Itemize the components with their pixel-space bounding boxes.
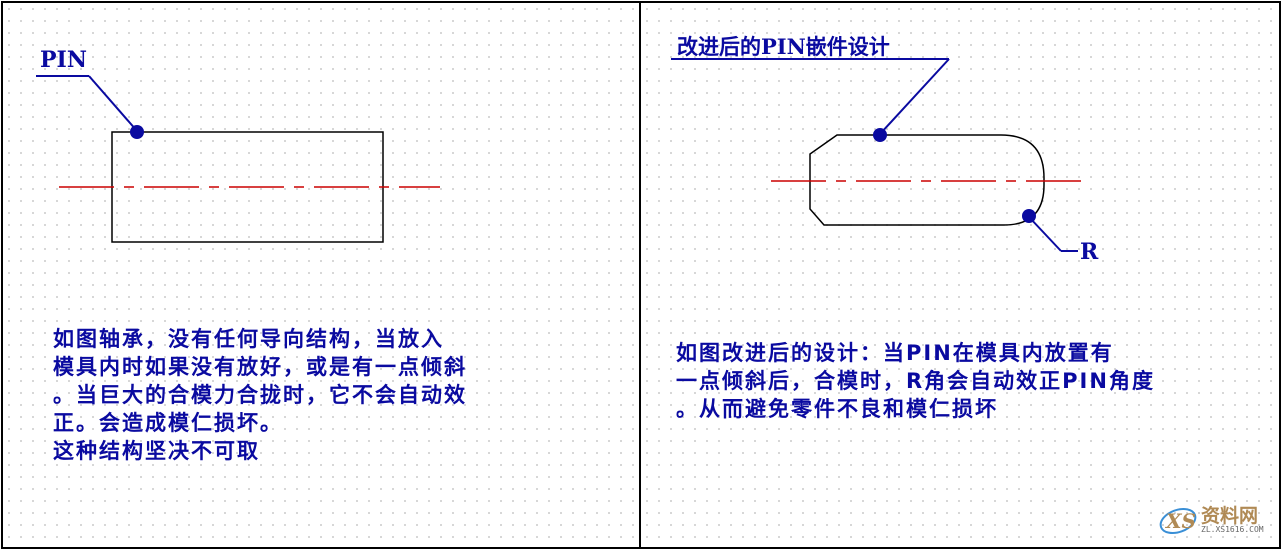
pin-leader-line [88,75,138,132]
right-description-line: 。从而避免零件不良和模仁损坏 [676,397,998,421]
insert-body-outline [809,134,1045,226]
pin-label: PIN [40,47,87,73]
watermark: XS 资料网 ZL.XS1616.COM [1157,501,1269,541]
right-description: 如图改进后的设计：当PIN在模具内放置有 一点倾斜后，合模时，R角会自动效正PI… [676,339,1155,423]
right-diagram [671,58,1087,252]
left-diagram [36,75,440,243]
left-description-line: 这种结构坚决不可取 [53,439,260,463]
left-description-line: 模具内时如果没有放好，或是有一点倾斜 [53,355,467,379]
left-description-line: 。当巨大的合模力合拢时，它不会自动效 [53,383,467,407]
insert-design-label: 改进后的PIN嵌件设计 [677,34,890,59]
watermark-text: 资料网 [1201,505,1259,527]
left-panel-original-design: PIN 如图轴承，没有任何导向结构，当放入 模具内时如果没有放好，或是有一点倾斜… [1,1,641,549]
right-description-line: 如图改进后的设计：当PIN在模具内放置有 [676,341,1114,365]
insert-leader-line [879,58,950,135]
left-description: 如图轴承，没有任何导向结构，当放入 模具内时如果没有放好，或是有一点倾斜 。当巨… [53,325,467,465]
right-panel-improved-design: 改进后的PIN嵌件设计 R 如图改进后的设计：当PIN在模具内放置有 一点倾斜后… [639,1,1281,549]
r-corner-label: R [1080,239,1099,265]
watermark-subtext: ZL.XS1616.COM [1201,525,1264,534]
r-corner-marker-dot [1022,209,1036,223]
watermark-logo-icon: XS [1159,507,1197,535]
r-leader-line [1028,216,1062,252]
right-description-line: 一点倾斜后，合模时，R角会自动效正PIN角度 [676,369,1155,393]
left-description-line: 正。会造成模仁损坏。 [53,411,283,435]
svg-text:XS: XS [1164,509,1196,533]
left-description-line: 如图轴承，没有任何导向结构，当放入 [53,327,444,351]
insert-marker-dot [873,128,887,142]
pin-marker-dot [130,125,144,139]
